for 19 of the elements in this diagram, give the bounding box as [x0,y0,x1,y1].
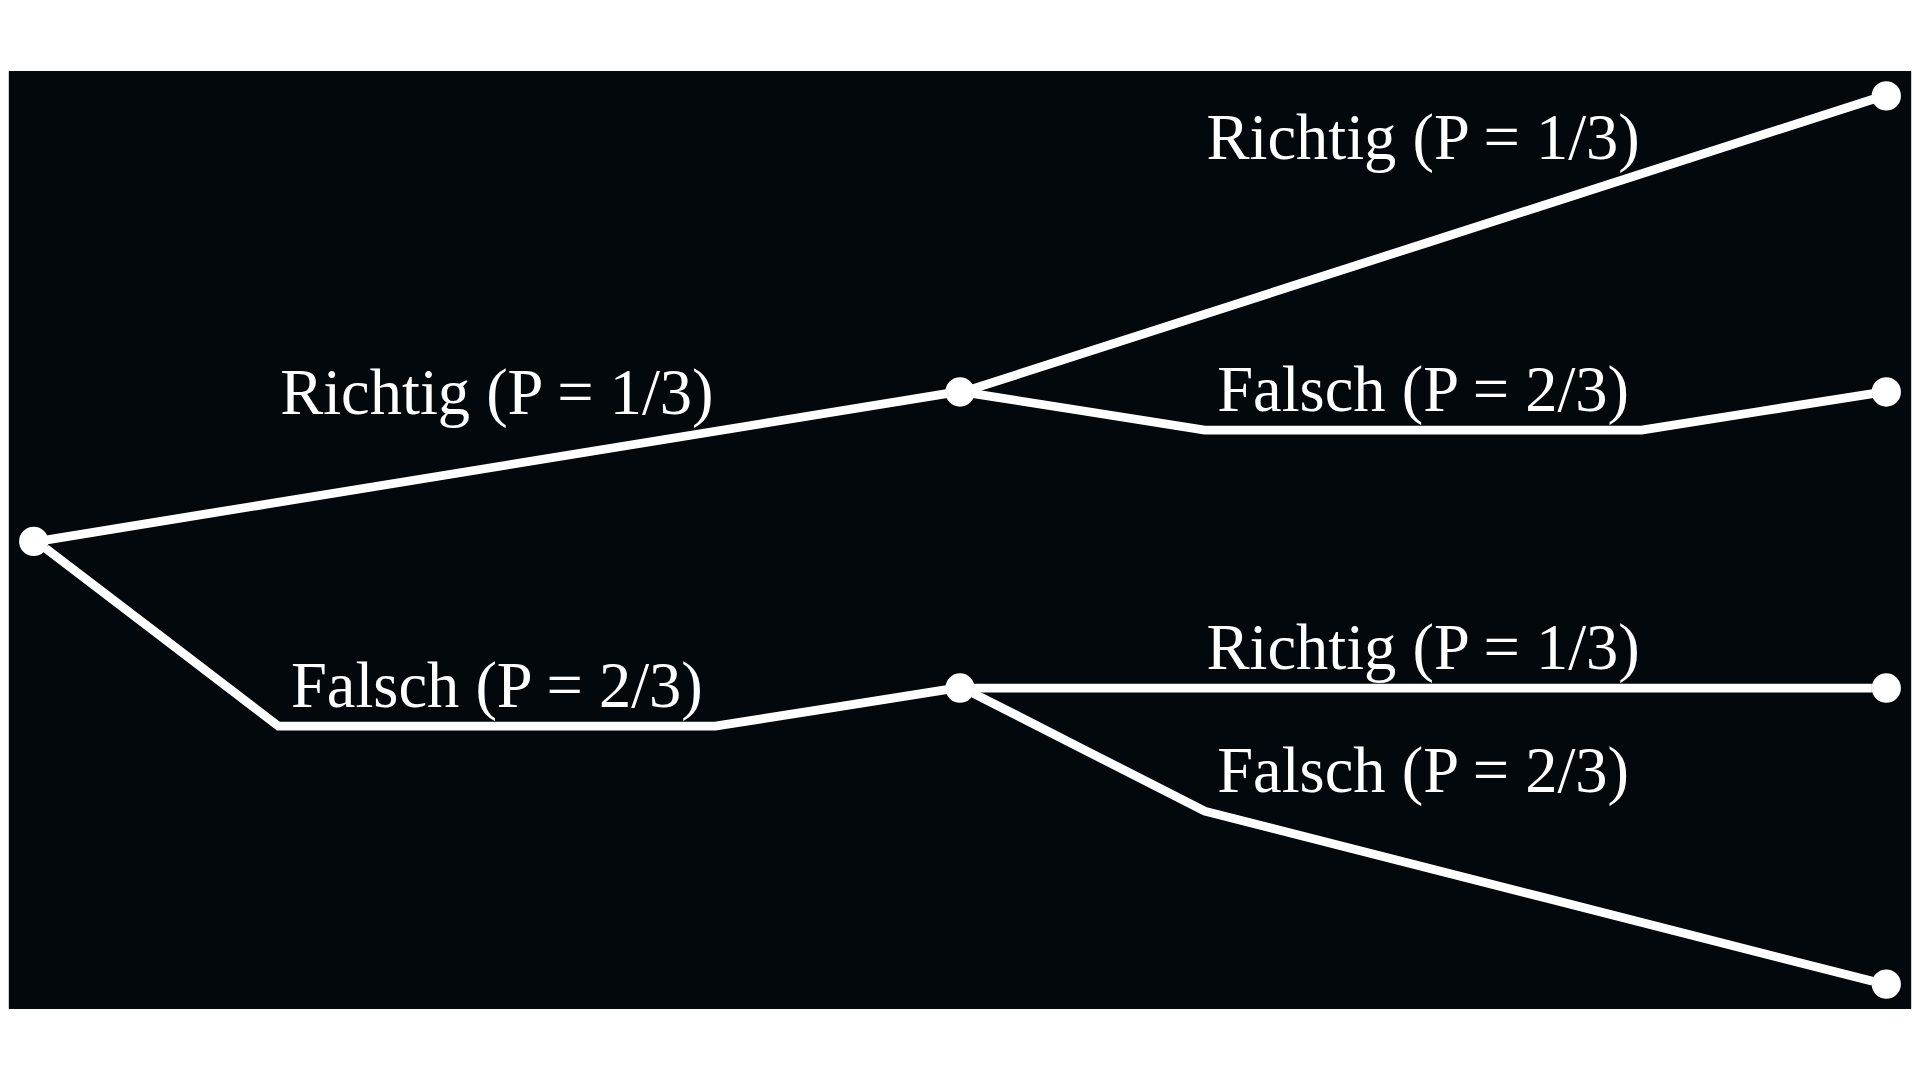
node-circle [945,377,975,407]
connector [43,544,948,731]
connector [972,389,1874,435]
node-circle [19,526,49,557]
edge-label: Richtig (P = 1/3) [1206,612,1640,684]
node-circle [1871,81,1901,111]
edge-label: Falsch (P = 2/3) [1217,735,1630,807]
node-circle [945,673,975,703]
node-circle [1871,969,1901,999]
edge-label: Richtig (P = 1/3) [1206,102,1640,174]
edge-label: Falsch (P = 2/3) [1217,354,1630,426]
connector [971,689,1874,986]
connector [971,95,1875,393]
edge-label: Falsch (P = 2/3) [290,650,703,722]
node-circle [1871,377,1901,407]
edge-label: Richtig (P = 1/3) [280,357,714,429]
connector [46,389,948,545]
connector [973,683,1872,693]
node-circle [1871,673,1901,703]
